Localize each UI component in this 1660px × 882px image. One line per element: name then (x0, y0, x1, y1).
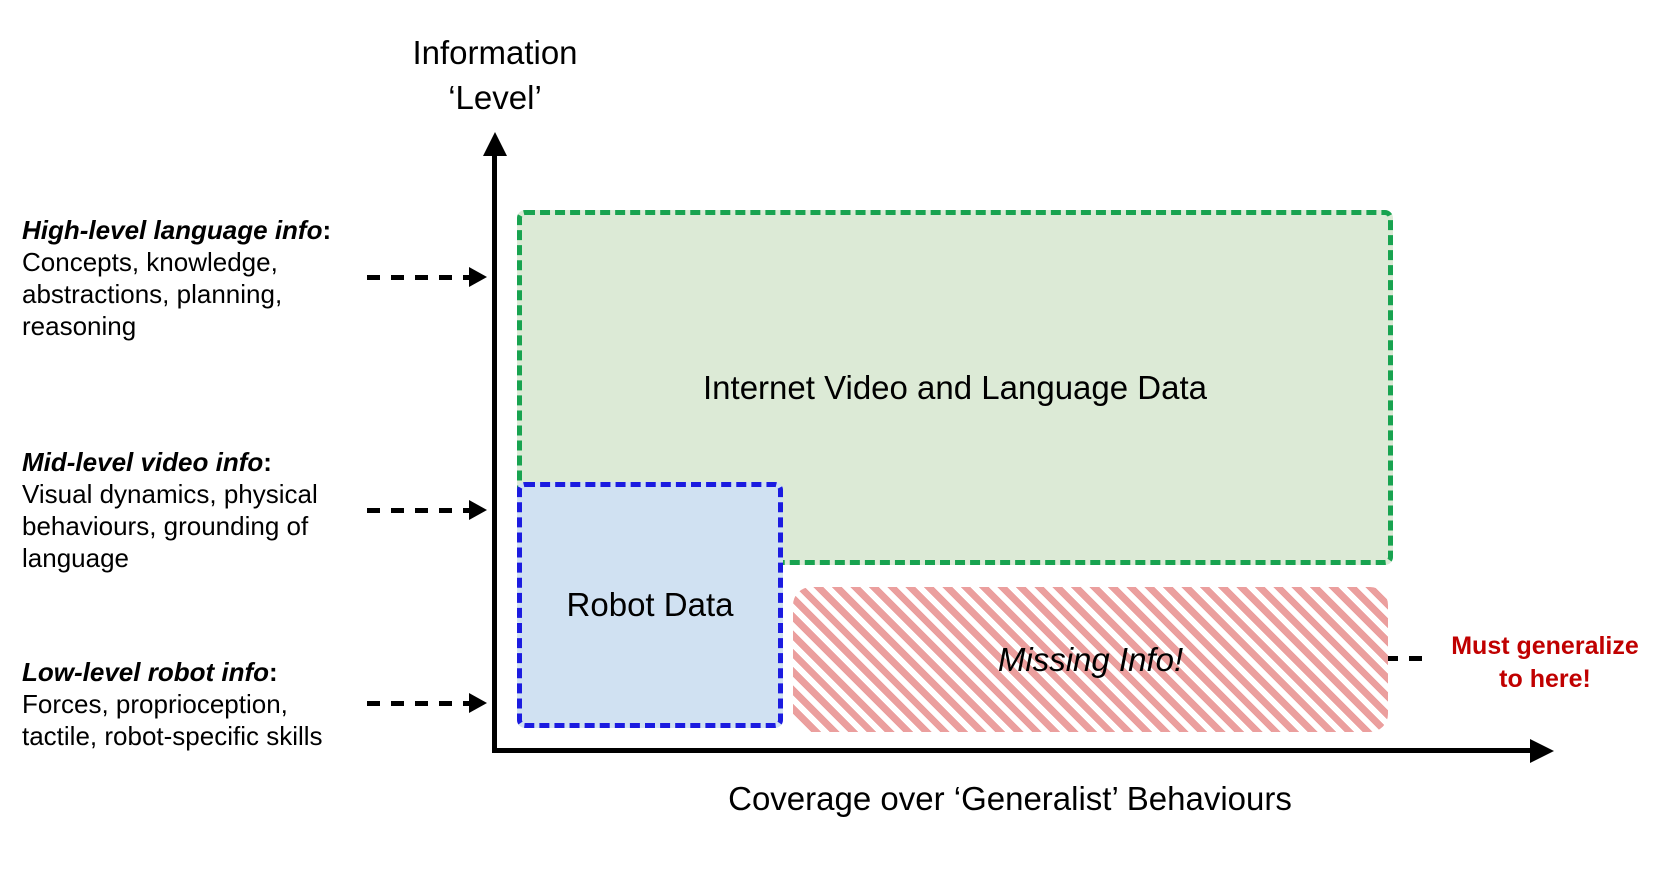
x-axis-arrowhead-icon (1530, 739, 1554, 763)
annotation-mid-level-heading: Mid-level video info: (22, 447, 272, 477)
annotation-low-level-heading: Low-level robot info: (22, 657, 278, 687)
dashed-arrow-low-level-icon (367, 693, 489, 713)
missing-info-label: Missing Info! (997, 640, 1184, 678)
y-axis (492, 152, 497, 752)
missing-info-box: Missing Info! (793, 587, 1388, 732)
internet-data-label: Internet Video and Language Data (703, 368, 1207, 406)
robot-data-box: Robot Data (517, 482, 783, 728)
annotation-mid-level-line: Visual dynamics, physical (22, 479, 318, 509)
dashed-arrow-mid-level-icon (367, 500, 489, 520)
y-axis-title: Information ‘Level’ (340, 30, 650, 120)
generalize-callout-line1: Must generalize (1451, 632, 1639, 660)
generalize-callout-line2: to here! (1499, 665, 1591, 693)
annotation-high-level-line: abstractions, planning, (22, 279, 283, 309)
x-axis-label: Coverage over ‘Generalist’ Behaviours (728, 780, 1292, 817)
generalize-callout: Must generalize to here! (1430, 630, 1660, 696)
annotation-mid-level-line: language (22, 543, 129, 573)
dashed-arrow-high-level-icon (367, 267, 489, 287)
annotation-mid-level-line: behaviours, grounding of (22, 511, 309, 541)
robot-data-label: Robot Data (566, 586, 734, 623)
annotation-high-level: High-level language info: Concepts, know… (22, 214, 367, 342)
annotation-high-level-line: Concepts, knowledge, (22, 247, 278, 277)
annotation-high-level-heading: High-level language info: (22, 215, 332, 245)
annotation-low-level: Low-level robot info: Forces, propriocep… (22, 656, 367, 752)
annotation-mid-level: Mid-level video info: Visual dynamics, p… (22, 446, 367, 574)
annotation-low-level-line: tactile, robot-specific skills (22, 721, 323, 751)
annotation-low-level-line: Forces, proprioception, (22, 689, 288, 719)
y-axis-title-line2: ‘Level’ (448, 79, 542, 116)
annotation-high-level-line: reasoning (22, 311, 137, 341)
x-axis (492, 748, 1534, 753)
y-axis-title-line1: Information (412, 34, 578, 71)
